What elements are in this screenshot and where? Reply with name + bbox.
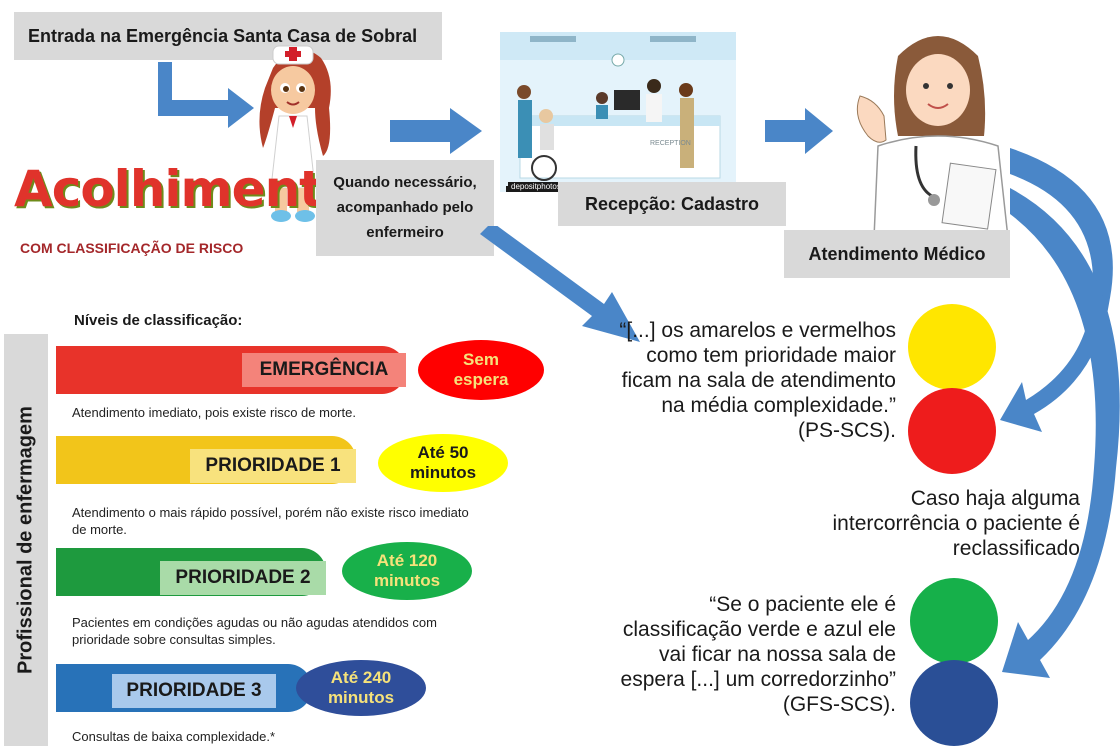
level-label-p2: PRIORIDADE 2 — [160, 561, 326, 595]
doctor-label: Atendimento Médico — [784, 230, 1010, 278]
level-desc-emergencia: Atendimento imediato, pois existe risco … — [72, 405, 356, 420]
level-desc-p1: Atendimento o mais rápido possível, poré… — [72, 505, 469, 537]
arrow-to-doctor — [765, 108, 833, 154]
level-label-p1: PRIORIDADE 1 — [190, 449, 356, 483]
levels-title: Níveis de classificação: — [74, 312, 243, 329]
level-label-emergencia: EMERGÊNCIA — [242, 353, 406, 387]
accompanied-label: Quando necessário, acompanhado pelo enfe… — [316, 160, 494, 256]
green-circle — [910, 578, 998, 664]
acolhimento-title: Acolhimento — [14, 160, 356, 218]
level-desc-p3: Consultas de baixa complexidade.* — [72, 729, 276, 744]
side-label-box: Profissional de enfermagem — [4, 334, 48, 746]
reclassification-note: Caso haja alguma intercorrência o pacien… — [832, 487, 1080, 560]
level-label-p3: PRIORIDADE 3 — [112, 674, 276, 708]
quote-ps-scs: “[...] os amarelos e vermelhos como tem … — [619, 319, 896, 442]
entrance-arrow — [158, 62, 254, 128]
nurse-illustration — [259, 45, 331, 222]
navy-circle — [910, 660, 998, 746]
entrance-label: Entrada na Emergência Santa Casa de Sobr… — [14, 12, 442, 60]
red-circle — [908, 388, 996, 474]
quote-gfs-scs: “Se o paciente ele é classificação verde… — [620, 593, 896, 716]
acolhimento-logo: Acolhimento COM CLASSIFICAÇÃO DE RISCO — [14, 160, 356, 270]
photo-watermark: depositphotos — [508, 182, 564, 191]
reception-sign: RECEPTION — [650, 140, 691, 147]
curved-arrows — [1000, 148, 1120, 678]
doctor-illustration — [856, 36, 1009, 238]
level-desc-p2: Pacientes em condições agudas ou não agu… — [72, 615, 437, 647]
yellow-circle — [908, 304, 996, 390]
reception-photo: RECEPTION depositphotos — [500, 32, 736, 192]
acolhimento-subtitle: COM CLASSIFICAÇÃO DE RISCO — [20, 240, 244, 256]
reception-label: Recepção: Cadastro — [558, 182, 786, 226]
arrow-to-reception — [390, 108, 482, 154]
side-label: Profissional de enfermagem — [14, 406, 37, 674]
arrow-to-triage — [480, 226, 640, 342]
